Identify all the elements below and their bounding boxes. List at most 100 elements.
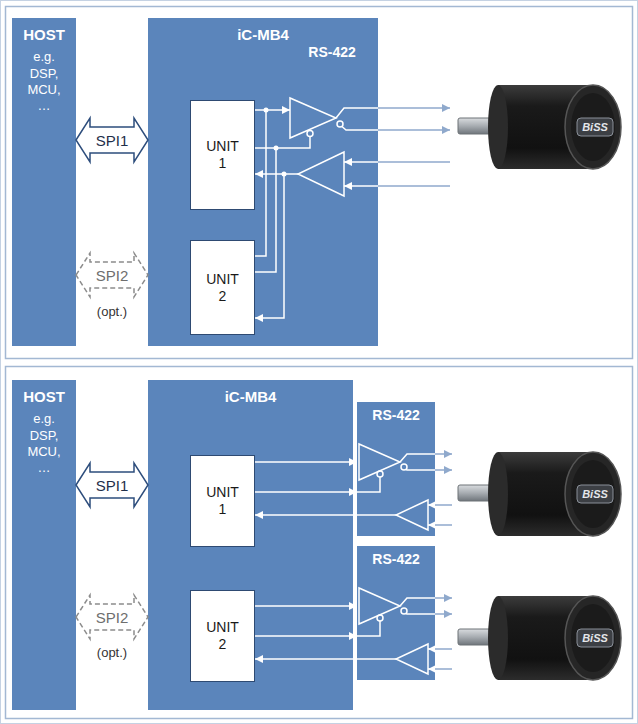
logo-text: BiSS (582, 488, 608, 500)
junction-dots (264, 108, 287, 177)
node-heading: HOST (23, 26, 65, 43)
line-wire (435, 504, 452, 506)
unit-box: UNIT 2 (190, 590, 255, 682)
node-heading: UNIT 1 (205, 484, 241, 518)
node-heading: iC-MB4 (225, 388, 277, 405)
line-arrow (435, 469, 452, 471)
panel-frame (6, 7, 633, 359)
optional-note: (opt.) (97, 645, 127, 660)
bus-arrow (76, 253, 148, 297)
wire (336, 108, 378, 118)
wire (255, 173, 298, 175)
wire (428, 648, 435, 650)
unit-box: UNIT 2 (190, 240, 255, 335)
host-block: HOST e.g. DSP, MCU, … (12, 18, 76, 346)
line-wiring (435, 454, 452, 669)
wire (357, 514, 396, 516)
label-holder: RS-422 (308, 44, 355, 60)
driver-symbol (359, 588, 400, 624)
node-body: e.g. DSP, MCU, … (23, 49, 65, 114)
enable-bubble (377, 615, 383, 621)
signal-arrow (255, 658, 357, 660)
line-wiring (378, 108, 450, 186)
receiver-symbol (396, 500, 428, 530)
line-arrow (435, 453, 452, 455)
line-arrow (435, 597, 452, 599)
chip-block: iC-MB4UNIT 1 UNIT 2 (148, 18, 378, 346)
wire (400, 598, 435, 606)
unit-box: UNIT 1 (190, 455, 255, 547)
bus-label: SPI2 (96, 609, 129, 626)
wire (406, 469, 435, 471)
node-body: e.g. DSP, MCU, … (23, 411, 65, 476)
bus-label-holder: SPI1 (96, 132, 129, 149)
enable-bubble (307, 131, 313, 137)
wire (342, 127, 378, 131)
wire (255, 174, 284, 318)
unit-box: UNIT 1 (190, 100, 255, 210)
invert-bubble (401, 608, 407, 614)
logo-text: BiSS (582, 121, 608, 133)
wire (344, 161, 378, 163)
wire (357, 621, 380, 636)
signal-arrow (255, 491, 357, 493)
bus-arrow (76, 463, 148, 507)
invert-bubble (337, 121, 343, 127)
label-holder: BiSS (582, 632, 608, 644)
label-holder: (opt.) (97, 645, 127, 660)
receiver-symbol (396, 644, 428, 674)
wire (255, 109, 290, 111)
wire (428, 504, 435, 506)
transceiver-wiring (357, 444, 435, 674)
logo-text: BiSS (582, 632, 608, 644)
junction-dot (282, 172, 287, 177)
line-wire (435, 668, 452, 670)
panel-frame (6, 367, 633, 719)
bus-label: SPI1 (96, 477, 129, 494)
transceiver-box: RS-422 (357, 402, 435, 536)
enable-bubble (377, 471, 383, 477)
node-heading: HOST (23, 388, 65, 405)
line-wire (435, 648, 452, 650)
chip-block: iC-MB4UNIT 1 UNIT 2 (148, 380, 353, 710)
bus-label-holder: SPI2 (96, 609, 129, 626)
driver-symbol (359, 444, 400, 480)
host-block: HOST e.g. DSP, MCU, … (12, 380, 76, 710)
wire (357, 477, 380, 492)
bus-arrow (76, 595, 148, 639)
signal-arrow (255, 605, 357, 607)
label-holder: BiSS (582, 121, 608, 133)
transceiver-box: RS-422 (357, 546, 435, 680)
encoder-picture (458, 85, 621, 169)
line-arrow (378, 129, 450, 131)
transceiver-label: RS-422 (308, 44, 355, 60)
node-heading: RS-422 (372, 407, 419, 423)
junction-dot (274, 146, 279, 151)
wire (344, 185, 378, 187)
signal-arrow (255, 514, 357, 516)
node-heading: iC-MB4 (237, 26, 289, 43)
line-wire (378, 161, 450, 163)
junction-dot (264, 108, 269, 113)
wire (400, 454, 435, 462)
encoder-picture (458, 596, 621, 680)
node-heading: UNIT 1 (205, 138, 241, 172)
label-holder: (opt.) (97, 304, 127, 319)
wire (255, 148, 276, 272)
invert-bubble (401, 464, 407, 470)
wire (428, 668, 435, 670)
wire (357, 658, 396, 660)
line-arrow (435, 613, 452, 615)
node-heading: RS-422 (372, 551, 419, 567)
signal-arrow (255, 635, 357, 637)
wire (255, 110, 266, 256)
node-heading: UNIT 2 (205, 271, 241, 305)
label-holder: BiSS (582, 488, 608, 500)
wire (428, 524, 435, 526)
signal-arrow (255, 461, 357, 463)
line-wire (435, 524, 452, 526)
